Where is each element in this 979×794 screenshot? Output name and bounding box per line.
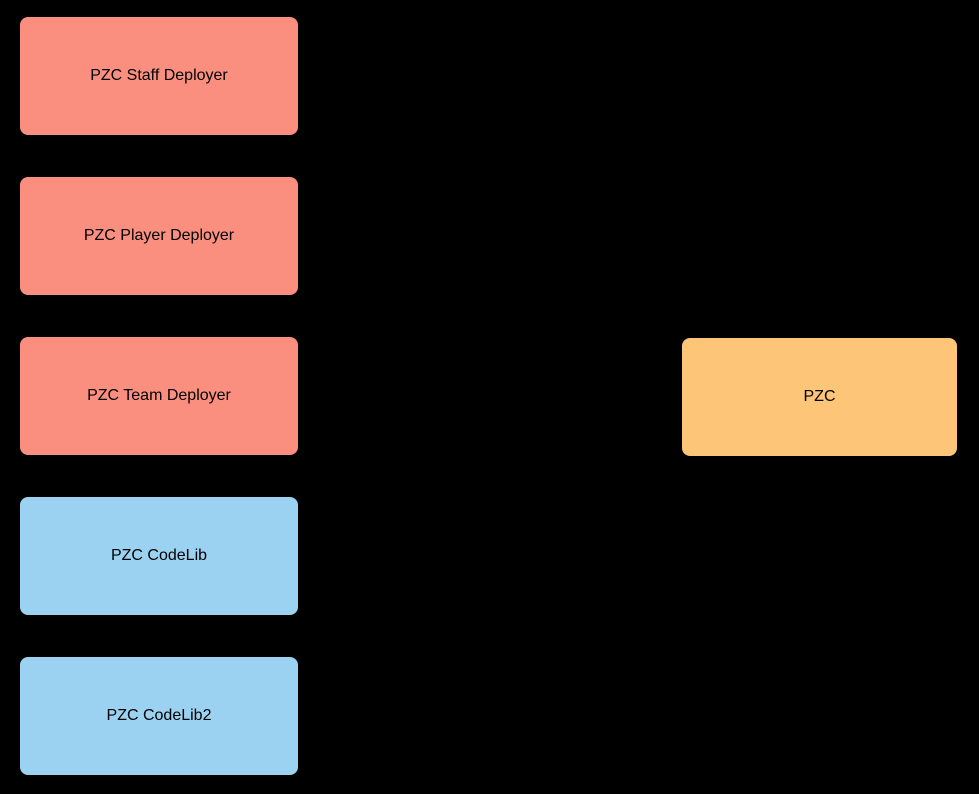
node-pzc-staff-deployer: PZC Staff Deployer: [20, 17, 298, 135]
node-label-pzc-codelib: PZC CodeLib: [110, 547, 208, 565]
node-pzc-codelib2: PZC CodeLib2: [20, 657, 298, 775]
node-pzc-player-deployer: PZC Player Deployer: [20, 177, 298, 295]
node-pzc-team-deployer: PZC Team Deployer: [20, 337, 298, 455]
node-label-pzc-codelib2: PZC CodeLib2: [106, 707, 212, 725]
node-label-pzc-staff-deployer: PZC Staff Deployer: [90, 67, 228, 85]
node-pzc-codelib: PZC CodeLib: [20, 497, 298, 615]
node-label-pzc: PZC: [803, 388, 836, 406]
node-pzc: PZC: [682, 338, 957, 456]
node-label-pzc-team-deployer: PZC Team Deployer: [87, 387, 231, 405]
node-label-pzc-player-deployer: PZC Player Deployer: [83, 227, 235, 245]
